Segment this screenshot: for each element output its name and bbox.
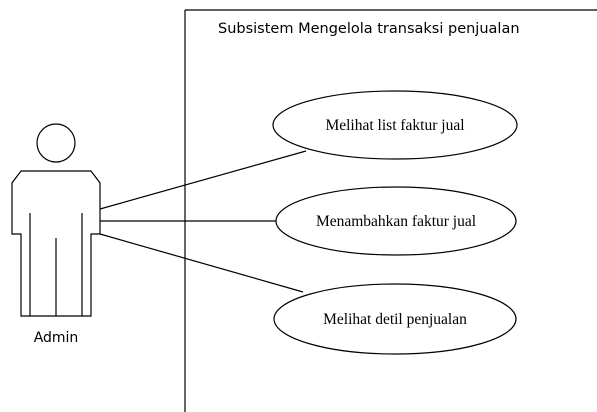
system-boundary: Subsistem Mengelola transaksi penjualan <box>184 9 597 412</box>
use-case-label: Menambahkan faktur jual <box>316 213 476 230</box>
actor-admin: Admin <box>11 123 101 346</box>
association-line-detil-penjualan <box>99 233 304 293</box>
actor-label: Admin <box>34 330 79 346</box>
use-case-label: Melihat list faktur jual <box>325 117 464 134</box>
actor-head <box>36 123 76 163</box>
actor-body <box>11 170 101 317</box>
use-case-ellipse <box>273 283 517 355</box>
use-case-label: Melihat detil penjualan <box>323 311 467 328</box>
use-case-menambahkan-faktur: Menambahkan faktur jual <box>275 186 517 256</box>
use-case-melihat-detil-penjualan: Melihat detil penjualan <box>273 283 517 355</box>
associations <box>99 150 307 293</box>
use-case-ellipse <box>272 90 518 160</box>
use-case-melihat-list-faktur: Melihat list faktur jual <box>272 90 518 160</box>
system-boundary-title: Subsistem Mengelola transaksi penjualan <box>218 21 520 37</box>
use-case-ellipse <box>275 186 517 256</box>
association-line-list-faktur <box>99 150 307 210</box>
